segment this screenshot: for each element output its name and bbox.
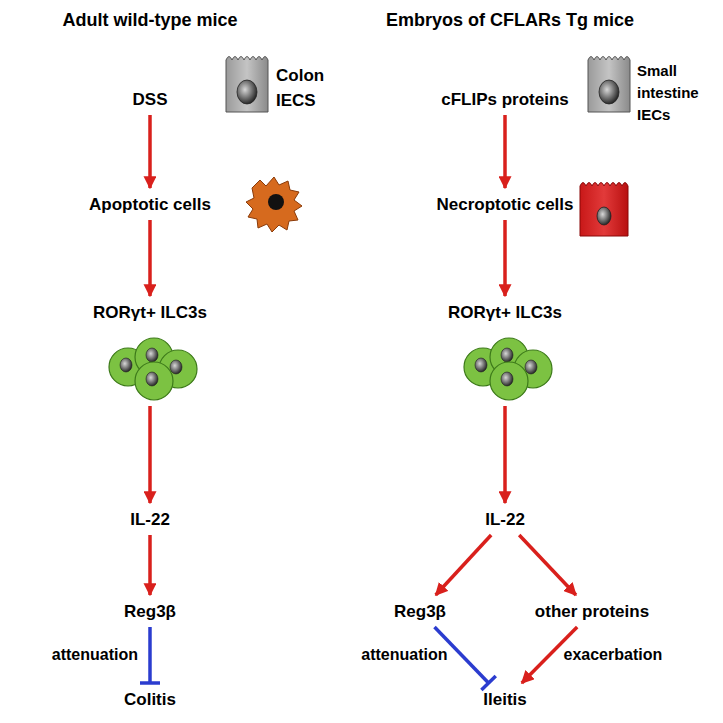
activation-arrow [148,535,152,595]
edge-label: attenuation [359,646,449,664]
pathway-step: Reg3β [388,599,452,625]
step-label: Necroptotic cells [437,195,574,215]
activation-arrow [503,220,507,296]
activation-arrow [503,115,507,188]
step-label: other proteins [535,602,649,622]
edge-label: attenuation [50,646,140,664]
pathway-step: Apoptotic cells [83,192,217,218]
necroptotic-cell-icon [580,183,628,237]
cell-type-label: Small intestine IECs [637,60,719,125]
ilc3-cluster [94,327,206,401]
step-label: Ileitis [483,690,526,710]
pathway-step: IL-22 [479,507,531,533]
step-label: Reg3β [394,602,446,622]
step-label: Reg3β [124,602,176,622]
activation-arrow [436,535,491,595]
step-label: cFLIPs proteins [441,90,569,110]
pathway-step: other proteins [529,599,655,625]
pathway-step: DSS [127,87,174,113]
step-label: IL-22 [130,510,170,530]
pathway-step: Colitis [118,687,182,713]
step-label: Colitis [124,690,176,710]
pathway-step: Necroptotic cells [431,192,580,218]
edge-label: exacerbation [561,646,664,664]
activation-arrow [148,220,152,296]
step-label: RORγt+ ILC3s [448,303,562,323]
cell-type-label: Colon IECS [276,64,334,113]
step-label: RORγt+ ILC3s [93,303,207,323]
step-label: DSS [133,90,168,110]
pathway-step: cFLIPs proteins [435,87,575,113]
apoptotic-cell-icon [246,177,302,232]
pathway-step: Reg3β [118,599,182,625]
activation-arrow [503,406,507,503]
colon-iec-icon [226,57,268,113]
activation-arrow [519,535,576,595]
activation-arrow [148,115,152,188]
small-intestine-iec-icon [588,57,630,113]
ilc3-cluster [449,327,561,401]
inhibition-connector [148,627,152,683]
cell-population-node: RORγt+ ILC3s [442,300,568,404]
column-heading: Embryos of CFLARs Tg mice [386,7,634,33]
step-label: IL-22 [485,510,525,530]
pathway-step: Ileitis [477,687,532,713]
cell-population-node: RORγt+ ILC3s [87,300,213,404]
step-label: Apoptotic cells [89,195,211,215]
activation-arrow [148,406,152,503]
column-heading: Adult wild-type mice [62,7,237,33]
pathway-step: IL-22 [124,507,176,533]
